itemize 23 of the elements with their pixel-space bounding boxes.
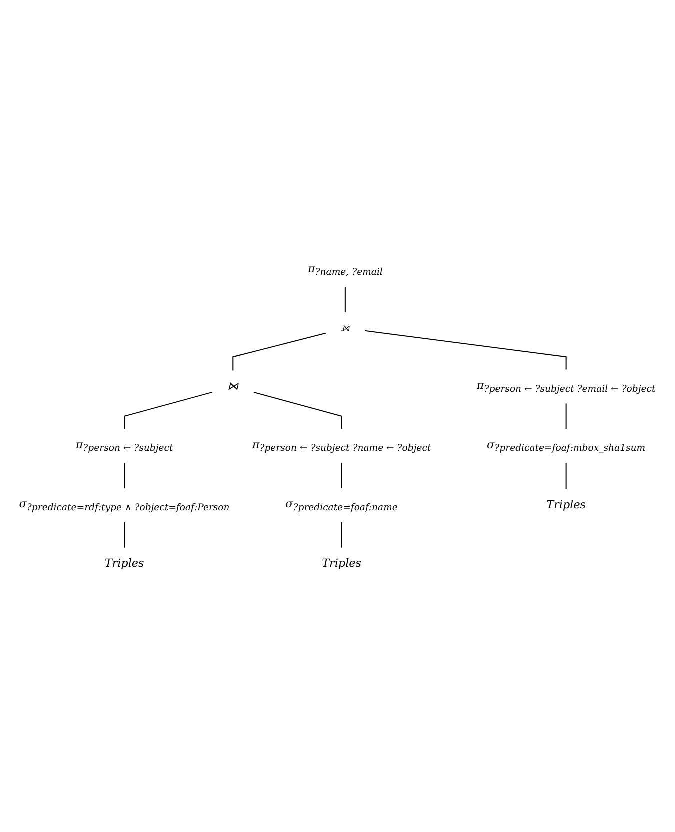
node-text: π$_{?person ← ?subject}$ <box>76 438 174 454</box>
node-text: π$_{?name, ?email}$ <box>308 262 383 278</box>
connector <box>566 462 567 490</box>
node-text: Triples <box>104 557 144 570</box>
connector <box>341 462 342 488</box>
node-text: ⟕ <box>341 322 350 334</box>
node-text: Triples <box>322 557 362 570</box>
node-text: σ$_{?predicate=foaf:mbox_sha1sum}$ <box>487 438 646 454</box>
connector <box>124 462 126 488</box>
connector <box>124 522 126 548</box>
connector <box>232 332 326 370</box>
node-text: σ$_{?predicate=rdf:type ∧ ?object=foaf:Person}$ <box>19 498 230 513</box>
node-text: ⋈ <box>228 380 239 393</box>
connector <box>364 330 567 370</box>
node-text: σ$_{?predicate=foaf:name}$ <box>286 498 398 513</box>
connector <box>341 522 342 548</box>
node-text: π$_{?person ← ?subject ?email ← ?object}$ <box>476 379 656 394</box>
connector <box>124 392 212 429</box>
node-text: Triples <box>546 498 586 512</box>
connector <box>344 286 346 312</box>
connector <box>254 392 342 429</box>
connector <box>566 403 567 429</box>
node-text: π$_{?person ← ?subject ?name ← ?object}$ <box>252 438 432 454</box>
